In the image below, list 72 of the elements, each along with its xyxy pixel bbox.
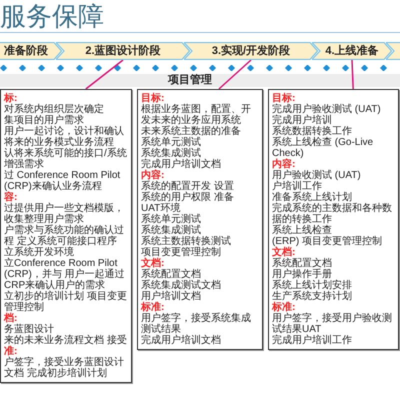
phase-label: 4.上线准备 — [324, 44, 380, 58]
list-item: 系统单元测试 — [141, 137, 202, 148]
list-item: 完成用户培训文档 — [141, 159, 222, 170]
section-heading: 目标: — [141, 93, 164, 104]
section-heading: 内容: — [141, 170, 166, 181]
list-item: 系统集成测试 — [141, 148, 201, 159]
section-heading: 容: — [4, 192, 18, 203]
list-item: 系统的配置开发 设置 — [141, 181, 235, 192]
list-item: (ERP) 项目变更管理控制 — [272, 236, 383, 247]
list-item: 系统配置文档 — [272, 258, 333, 269]
list-item: 系统单元测试 — [141, 214, 202, 225]
list-item: 来的未来业务流程文档 接受 — [4, 335, 128, 346]
list-item: 用户一起讨论，设计和确认将来的业务模式业务流程 — [4, 126, 124, 148]
content-panel — [268, 89, 399, 350]
list-item: 系统集成测试文档 — [141, 280, 222, 291]
list-item: 用户签字，接受系统集成测试结果 — [141, 313, 252, 335]
list-item: 未来系统主数据的准备 — [141, 126, 242, 137]
phase-label: 2.蓝图设计阶段 — [84, 44, 162, 58]
leader-line — [351, 60, 354, 90]
leader-line — [85, 59, 124, 90]
phase-banner — [184, 42, 318, 60]
band-title: 项目管理 — [168, 74, 212, 87]
list-item: 生产系统支持计划 — [272, 291, 353, 302]
page-title: 服务保障 — [0, 1, 104, 31]
list-item: 过 Conference Room Pilot (CRP)来确认业务流程 — [4, 170, 122, 192]
list-item: 务蓝图设计 — [4, 324, 54, 335]
list-item: UAT环境 — [141, 203, 181, 214]
list-item: 系统数据转换工作 — [272, 126, 353, 137]
list-item: 集项目的用户需求 — [4, 115, 84, 126]
section-heading: 标准: — [141, 302, 166, 313]
leader-line — [218, 59, 252, 90]
list-item: 完成用户培训工作 — [272, 335, 353, 346]
list-item: 系统上线计划安排 — [272, 280, 353, 291]
list-item: 立Conference Room Pilot (CRP)，并与 用户一起通过CRP来确认用户的需求 — [4, 258, 126, 291]
section-heading: 文档: — [272, 247, 296, 258]
section-heading: 文档: — [141, 258, 166, 269]
list-item: 完成用户验收测试 (UAT) — [272, 104, 382, 115]
phase-label: 准备阶段 — [3, 44, 49, 58]
section-heading: 标: — [4, 93, 18, 104]
list-item: 认将来系统可能的接口/系统增强需求 — [4, 148, 128, 170]
section-heading: 标准: — [272, 302, 296, 313]
list-item: 系统主数据转换测试 — [141, 236, 232, 247]
list-item: 立系统开发环境 — [4, 247, 75, 258]
list-item: 完成用户培训 — [272, 115, 333, 126]
content-panel — [0, 89, 132, 383]
list-item: 用户验收测试 (UAT) — [272, 170, 362, 181]
list-item: 用户签字，接受用户验收测试结果UAT — [272, 313, 393, 335]
list-item: 对系统内组织层次确定 — [4, 104, 105, 115]
list-item: 系统上线检查 — [272, 225, 333, 236]
section-heading: 目标: — [272, 93, 296, 104]
section-heading: 档: — [4, 313, 18, 324]
list-item: 过提供用户一些文档模版，收集整理用户需求 — [4, 203, 125, 225]
list-item: 用户操作手册 — [272, 269, 332, 280]
phase-banner — [0, 42, 62, 60]
content-panel — [137, 89, 263, 350]
list-item: 完成系统的主数据和各种数据的转换工作 — [272, 203, 393, 225]
list-item: 系统集成测试 — [141, 225, 202, 236]
list-item: 项目变更管理控制 — [141, 247, 222, 258]
phase-label: 3.实现/开发阶段 — [210, 44, 292, 58]
list-item: 系统配置文档 — [141, 269, 201, 280]
list-item: 完成用户培训文档 — [141, 335, 222, 346]
list-item: 户培训工作 — [272, 181, 322, 192]
list-item: 准备系统上线计划 — [272, 192, 352, 203]
list-item: 户签字，接受业务蓝图设计文档 完成初步培训计划 — [4, 357, 125, 379]
list-item: 户需求与系统功能的确认过程 定义系统可能接口程序 — [4, 225, 125, 247]
list-item: 系统的用户权限 准备 — [141, 192, 235, 203]
section-heading: 内容: — [272, 159, 296, 170]
list-item: 用户培训文档 — [141, 291, 202, 302]
list-item: 根据业务蓝图，配置、开发未来的业务应用系统 — [141, 104, 252, 126]
section-heading: 准: — [4, 346, 18, 357]
list-item: 立初步的培训计划 项目变更管理控制 — [4, 291, 128, 313]
list-item: 系统上线检查 (Go-Live Check) — [272, 137, 374, 159]
